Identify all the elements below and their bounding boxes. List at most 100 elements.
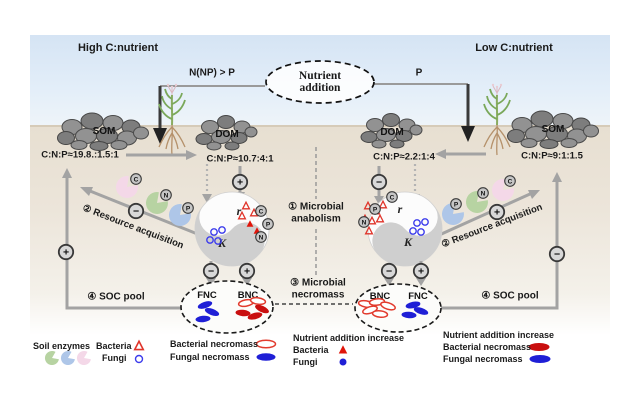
r-strategist-label: r: [398, 202, 403, 216]
soc-pool-arrow-left: [62, 168, 184, 310]
svg-text:C: C: [134, 177, 139, 184]
dom-right-ratio: C:N:P≈2.2:1:4: [373, 151, 435, 163]
svg-text:+: +: [418, 266, 424, 278]
svg-text:−: −: [554, 249, 560, 261]
legend-bacterial-necromass: Bacterial necromass: [170, 339, 259, 349]
nutrient-addition-oval: [265, 60, 375, 104]
legend-enzyme-pink: [74, 348, 93, 368]
svg-text:P: P: [454, 202, 459, 209]
soc-pool-left-label: ④ SOC pool: [87, 291, 145, 303]
nutrient-chip: C: [386, 191, 398, 203]
resource-acquisition-arrow-left: [80, 187, 201, 237]
legend-fungi-filled-icon: [339, 358, 347, 366]
som-right-rocks: SOM: [507, 110, 599, 149]
microbial-circle-left: r K C P N: [194, 191, 274, 267]
high-c-nutrient-title: High C:nutrient: [77, 42, 159, 54]
minus-sign: −: [127, 202, 145, 220]
legend-soil-enzymes: Soil enzymes: [33, 341, 91, 351]
svg-text:+: +: [237, 177, 243, 189]
minus-sign: −: [548, 245, 566, 263]
legend-enzyme-blue: [58, 348, 77, 368]
minus-sign: −: [370, 173, 388, 191]
low-c-nutrient-title: Low C:nutrient: [475, 42, 553, 54]
fnc-label: FNC: [197, 290, 217, 301]
soc-pool-right-label: ④ SOC pool: [481, 290, 539, 302]
fungal-necromass-markers: [401, 301, 429, 319]
plus-sign: +: [238, 262, 256, 280]
som-left-rocks: SOM: [57, 112, 149, 151]
legend-fungal-necromass-filled-icon: [256, 353, 276, 361]
legend-increase-title-right: Nutrient addition increase: [443, 330, 555, 340]
svg-text:+: +: [63, 247, 69, 259]
nutrient-chip: N: [358, 216, 370, 228]
svg-text:C: C: [390, 195, 395, 202]
svg-text:P: P: [266, 222, 271, 229]
svg-text:−: −: [376, 177, 382, 189]
necromass-oval-left: FNC BNC: [180, 280, 274, 334]
nutrient-chip: N: [255, 231, 267, 243]
som-to-dom-arrow-right: [435, 149, 486, 159]
svg-text:C: C: [508, 179, 513, 186]
legend-bacteria: Bacteria: [96, 341, 132, 351]
dom-left-rocks: DOM: [195, 115, 258, 151]
legend-fungi-outline-icon: [134, 354, 144, 364]
right-input-arrow: [374, 83, 475, 142]
svg-text:N: N: [164, 193, 169, 200]
svg-text:−: −: [386, 266, 392, 278]
fnc-label: FNC: [408, 291, 428, 302]
som-right-ratio: C:N:P≈9:1:1.5: [521, 150, 583, 162]
nutrient-chip: C: [504, 175, 516, 187]
nutrient-addition-label: Nutrient addition: [298, 69, 342, 94]
microbial-circle-right: r K C P N: [358, 191, 443, 267]
minus-sign: −: [380, 262, 398, 280]
som-left-label: SOM: [93, 126, 116, 137]
legend-enzyme-green: [42, 348, 61, 368]
som-right-label: SOM: [542, 124, 565, 135]
dom-right-label: DOM: [380, 127, 403, 138]
som-left-ratio: C:N:P≈19.8.:1.5:1: [41, 149, 119, 161]
nutrient-chip: C: [255, 205, 267, 217]
bnc-label: BNC: [370, 291, 391, 302]
plant-right: [483, 82, 511, 156]
svg-text:C: C: [259, 209, 264, 216]
svg-text:+: +: [244, 266, 250, 278]
microbial-necromass-label: ③ Microbial necromass: [290, 277, 346, 301]
nutrient-chip: P: [182, 202, 194, 214]
legend-fungi-increase: Fungi: [293, 357, 318, 367]
dom-right-rocks: DOM: [360, 113, 423, 149]
svg-text:N: N: [362, 220, 367, 227]
soil-background: [30, 125, 610, 335]
svg-text:N: N: [259, 235, 264, 242]
som-to-dom-arrow-left: [126, 150, 197, 160]
legend-bacterial-necromass-increase: Bacterial necromass: [443, 342, 532, 352]
plus-sign: +: [57, 243, 75, 261]
legend-increase-title-left: Nutrient addition increase: [293, 333, 405, 343]
fungi-markers: [409, 218, 429, 236]
k-strategist-label: K: [217, 236, 227, 250]
legend-bacteria-filled-icon: [338, 345, 348, 354]
svg-text:P: P: [373, 207, 378, 214]
legend-fungal-necromass: Fungal necromass: [170, 352, 250, 362]
fungi-markers: [206, 226, 226, 245]
svg-text:−: −: [133, 206, 139, 218]
legend-bacterial-necromass-outline-icon: [255, 339, 277, 349]
soc-pool-arrow-right: [441, 172, 562, 310]
svg-text:−: −: [208, 266, 214, 278]
resource-acquisition-arrow-right: [436, 190, 540, 238]
bnc-label: BNC: [238, 290, 259, 301]
plus-sign: +: [231, 173, 249, 191]
dom-left-label: DOM: [215, 129, 238, 140]
bacterial-necromass-markers: [357, 297, 396, 319]
legend-bacterial-necromass-filled-icon: [528, 343, 550, 351]
nutrient-chip: N: [160, 189, 172, 201]
minus-sign: −: [202, 262, 220, 280]
dom-left-ratio: C:N:P≈10.7:4:1: [206, 153, 274, 165]
bacterial-necromass-markers: [235, 296, 269, 320]
r-strategist-label: r: [237, 204, 242, 218]
svg-text:+: +: [494, 207, 500, 219]
nutrient-chip: P: [450, 198, 462, 210]
nutrient-chip: P: [262, 218, 274, 230]
plus-sign: +: [412, 262, 430, 280]
